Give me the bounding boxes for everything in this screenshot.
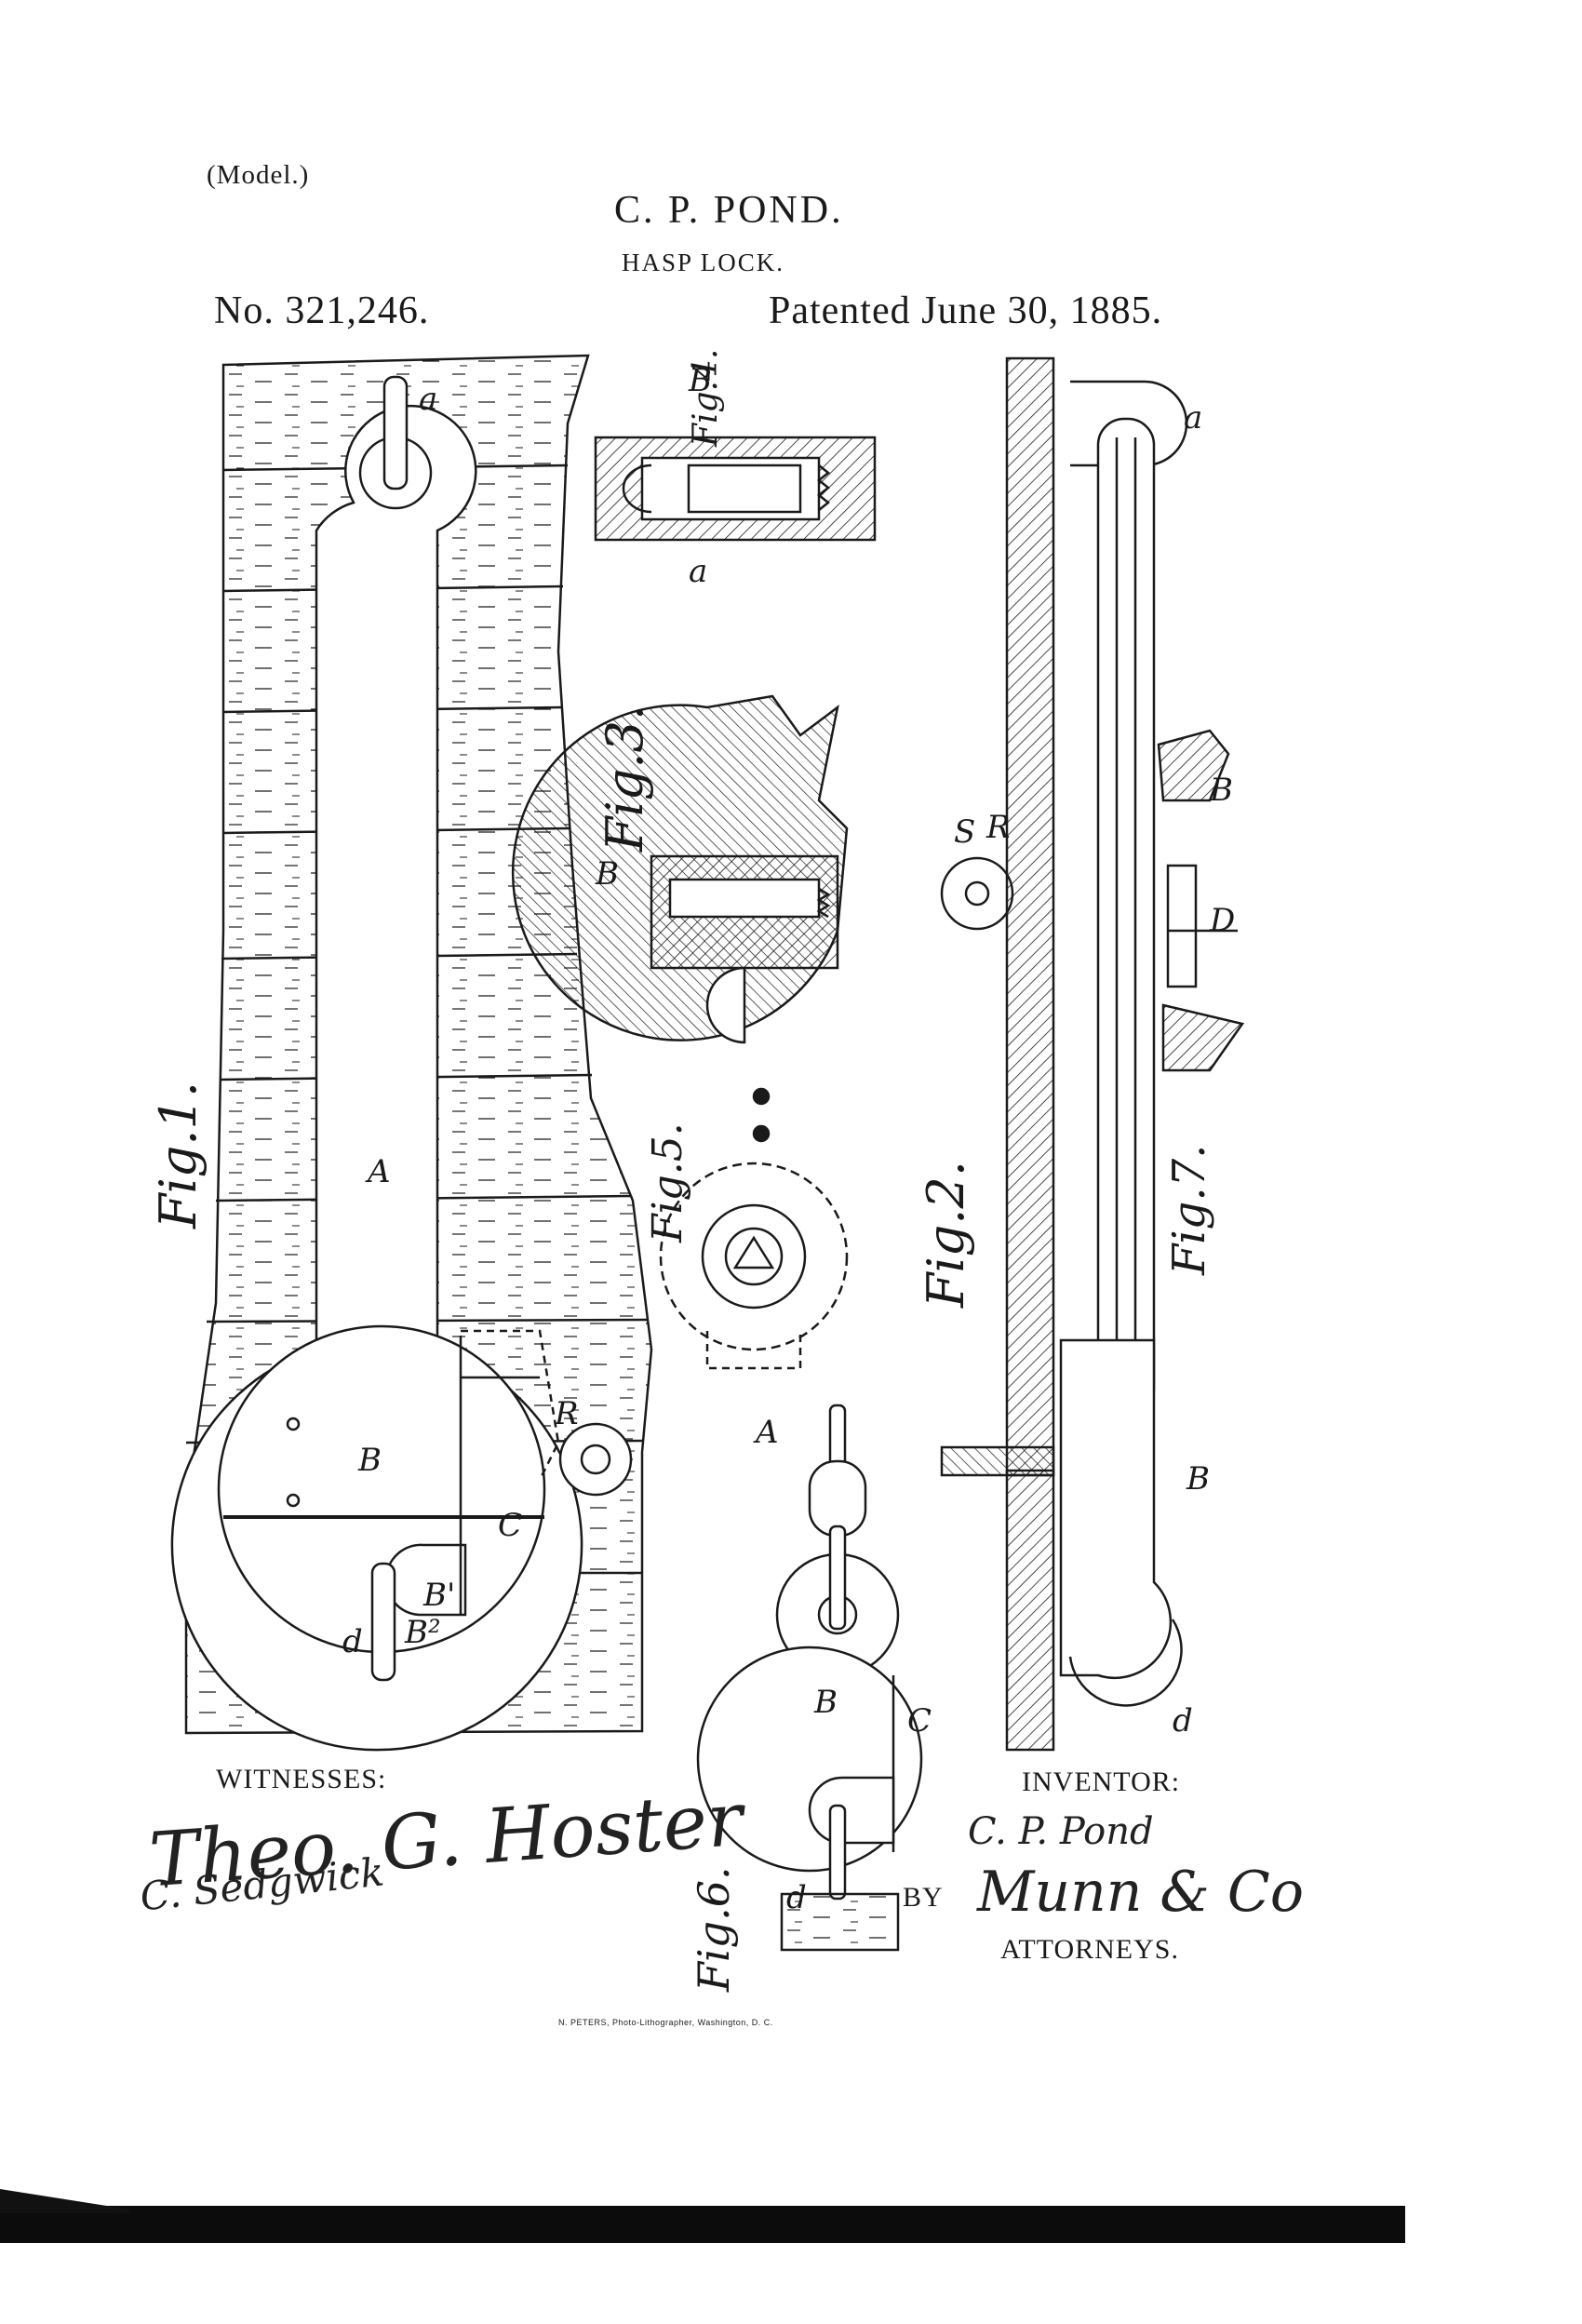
witnesses-label: WITNESSES: [216,1764,387,1794]
ref-B-fig4: B [688,362,712,399]
printer-credit: N. PETERS, Photo-Lithographer, Washingto… [558,2018,773,2027]
ref-B: B [357,1442,382,1479]
by-label: BY [903,1882,944,1913]
inventor-label: INVENTOR: [1022,1767,1181,1797]
figure-6-drawing [696,1404,923,1952]
model-label: (Model.) [207,160,310,190]
figure-6-label: Fig.6. [689,1866,739,1992]
ref-a-fig4: a [689,553,707,590]
ref-A: A [365,1153,391,1190]
ref-A-fig6: A [753,1414,779,1451]
patent-number: No. 321,246. [214,289,430,332]
patent-date: Patented June 30, 1885. [769,289,1163,332]
ref-a: a [419,381,437,418]
ref-B2: B² [404,1614,441,1651]
ref-a-fig2: a [1184,399,1202,437]
ref-d-fig6: d [786,1879,807,1916]
figure-1-label: Fig.1. [149,1081,208,1229]
attorney-signature: Munn & Co [977,1860,1304,1925]
figure-7-label: Fig.7. [1163,1144,1215,1275]
ref-R: R [554,1395,579,1432]
figure-2-label: Fig.2. [917,1161,975,1308]
ref-B-fig3: B [595,855,619,893]
patent-title: HASP LOCK. [622,249,785,276]
inventor-name: C. P. POND. [614,189,844,232]
ref-C: C [498,1507,522,1544]
ref-B1: B' [422,1577,455,1614]
figure-2-drawing [940,356,1188,1752]
figure-5-drawing [659,1162,849,1370]
scan-border-bar [0,2206,1405,2243]
ref-d: d [342,1623,363,1660]
reference-letters: a A B C R B' B² d B D B a d A B C d B S … [342,362,1235,1916]
ref-B-fig7: B [1209,772,1233,809]
figure-3-label: Fig.3. [596,705,654,852]
figure-7-drawing [1157,729,1245,1072]
ref-B-fig6: B [813,1684,838,1721]
figure-4-label: Fig.4. [687,348,725,447]
figure-3-drawing [511,694,1014,1143]
ref-B-fig2: B [1186,1460,1210,1498]
attorneys-label: ATTORNEYS. [1000,1934,1179,1965]
ref-C-fig6: C [907,1702,932,1740]
inventor-signature: C. P. Pond [968,1810,1154,1853]
figure-5-label: Fig.5. [644,1122,691,1243]
ref-R-fig3: R [985,809,1011,846]
figure-4-drawing [594,436,877,542]
ref-d-fig2: d [1173,1702,1193,1740]
ref-S: S [954,813,975,851]
figure-1-drawing [170,354,653,1752]
ref-D: D [1209,902,1235,939]
